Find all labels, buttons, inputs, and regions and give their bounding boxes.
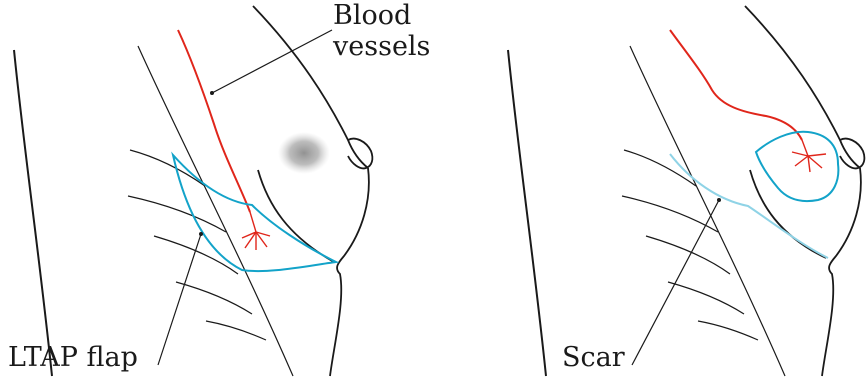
blood-vessel-after: [670, 30, 802, 140]
tumor-shadow: [278, 132, 330, 174]
scar-leader-dot: [717, 198, 721, 202]
vessel-branches-after: [792, 140, 826, 172]
scar-line: [670, 154, 828, 258]
nipple-outline: [348, 139, 372, 169]
back-contour-line: [14, 50, 52, 376]
blood-vessels-leader-dot: [210, 91, 214, 95]
nipple-outline-after: [840, 139, 864, 169]
ltap-flap-label: LTAP flap: [8, 342, 138, 373]
back-contour-line-after: [508, 50, 546, 376]
scar-leader: [632, 200, 719, 365]
lateral-chest-line-after: [630, 46, 785, 376]
breast-lower-outline-after: [822, 168, 861, 376]
breast-lower-outline: [330, 168, 369, 376]
blood-vessel: [178, 30, 250, 212]
blood-vessels-label: Blood vessels: [333, 0, 430, 62]
after-panel: [508, 6, 864, 376]
before-panel: [14, 6, 372, 376]
scar-label: Scar: [562, 342, 625, 373]
rib-lines-after: [622, 150, 758, 340]
breast-upper-outline-after: [745, 6, 860, 168]
ltap-flap-leader: [158, 234, 201, 365]
inframammary-fold: [258, 170, 334, 262]
ltap-flap-leader-dot: [199, 232, 203, 236]
blood-vessels-leader: [212, 30, 332, 93]
lateral-chest-line: [138, 46, 293, 376]
relocated-flap-outline: [756, 132, 838, 201]
